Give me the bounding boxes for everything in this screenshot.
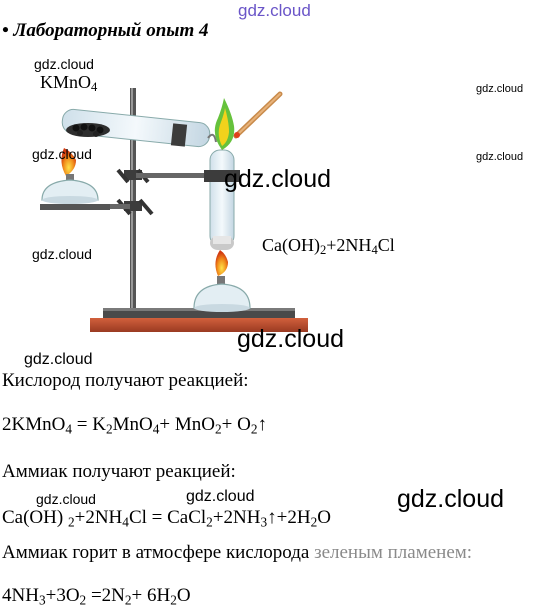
- watermark-under-figure-left: gdz.cloud: [24, 351, 93, 368]
- text-ammonia-burning: Аммиак горит в атмосфере кислорода зелен…: [2, 542, 473, 563]
- text-oxygen-intro: Кислород получают реакцией:: [2, 370, 249, 391]
- horizontal-test-tube: [61, 108, 211, 148]
- table-board: [90, 318, 308, 332]
- left-flame: [61, 148, 76, 176]
- equation-oxygen: 2KMnO4 = K2MnO4+ MnO2+ O2↑: [2, 414, 267, 437]
- watermark-top: gdz.cloud: [238, 1, 311, 20]
- watermark-fig-left-3: gdz.cloud: [32, 246, 92, 262]
- stand-base: [103, 308, 295, 318]
- text-ammonia-intro: Аммиак получают реакцией:: [2, 461, 236, 482]
- equation-ammonia-combustion: 4NH3+3O2 =2N2+ 6H2O: [2, 585, 191, 608]
- watermark-under-figure: gdz.cloud: [237, 325, 345, 353]
- watermark-eq2-right: gdz.cloud: [397, 485, 505, 513]
- watermark-fig-left-2: gdz.cloud: [32, 146, 92, 162]
- clamp-arm-right: [136, 173, 228, 178]
- label-kmno4: KMnO4: [40, 72, 98, 95]
- watermark-eq2-mid: gdz.cloud: [186, 488, 255, 505]
- right-burner: [193, 283, 251, 309]
- right-flame: [215, 250, 228, 276]
- watermark-fig-right-1: gdz.cloud: [476, 83, 524, 95]
- label-reagent: Ca(OH)2+2NH4Cl: [262, 235, 395, 258]
- watermark-eq2-left: gdz.cloud: [36, 491, 96, 507]
- watermark-fig-right-2: gdz.cloud: [476, 151, 524, 163]
- watermark-fig-kmno4: gdz.cloud: [34, 56, 94, 72]
- glowing-splinter: [233, 91, 283, 139]
- left-burner: [41, 179, 99, 201]
- watermark-fig-center: gdz.cloud: [224, 165, 332, 193]
- lab-apparatus-figure: [40, 88, 308, 332]
- section-heading: • Лабораторный опыт 4: [2, 20, 209, 41]
- equation-ammonia-synthesis: Ca(OH) 2+2NH4Cl = CaCl2+2NH3↑+2H2O: [2, 507, 331, 530]
